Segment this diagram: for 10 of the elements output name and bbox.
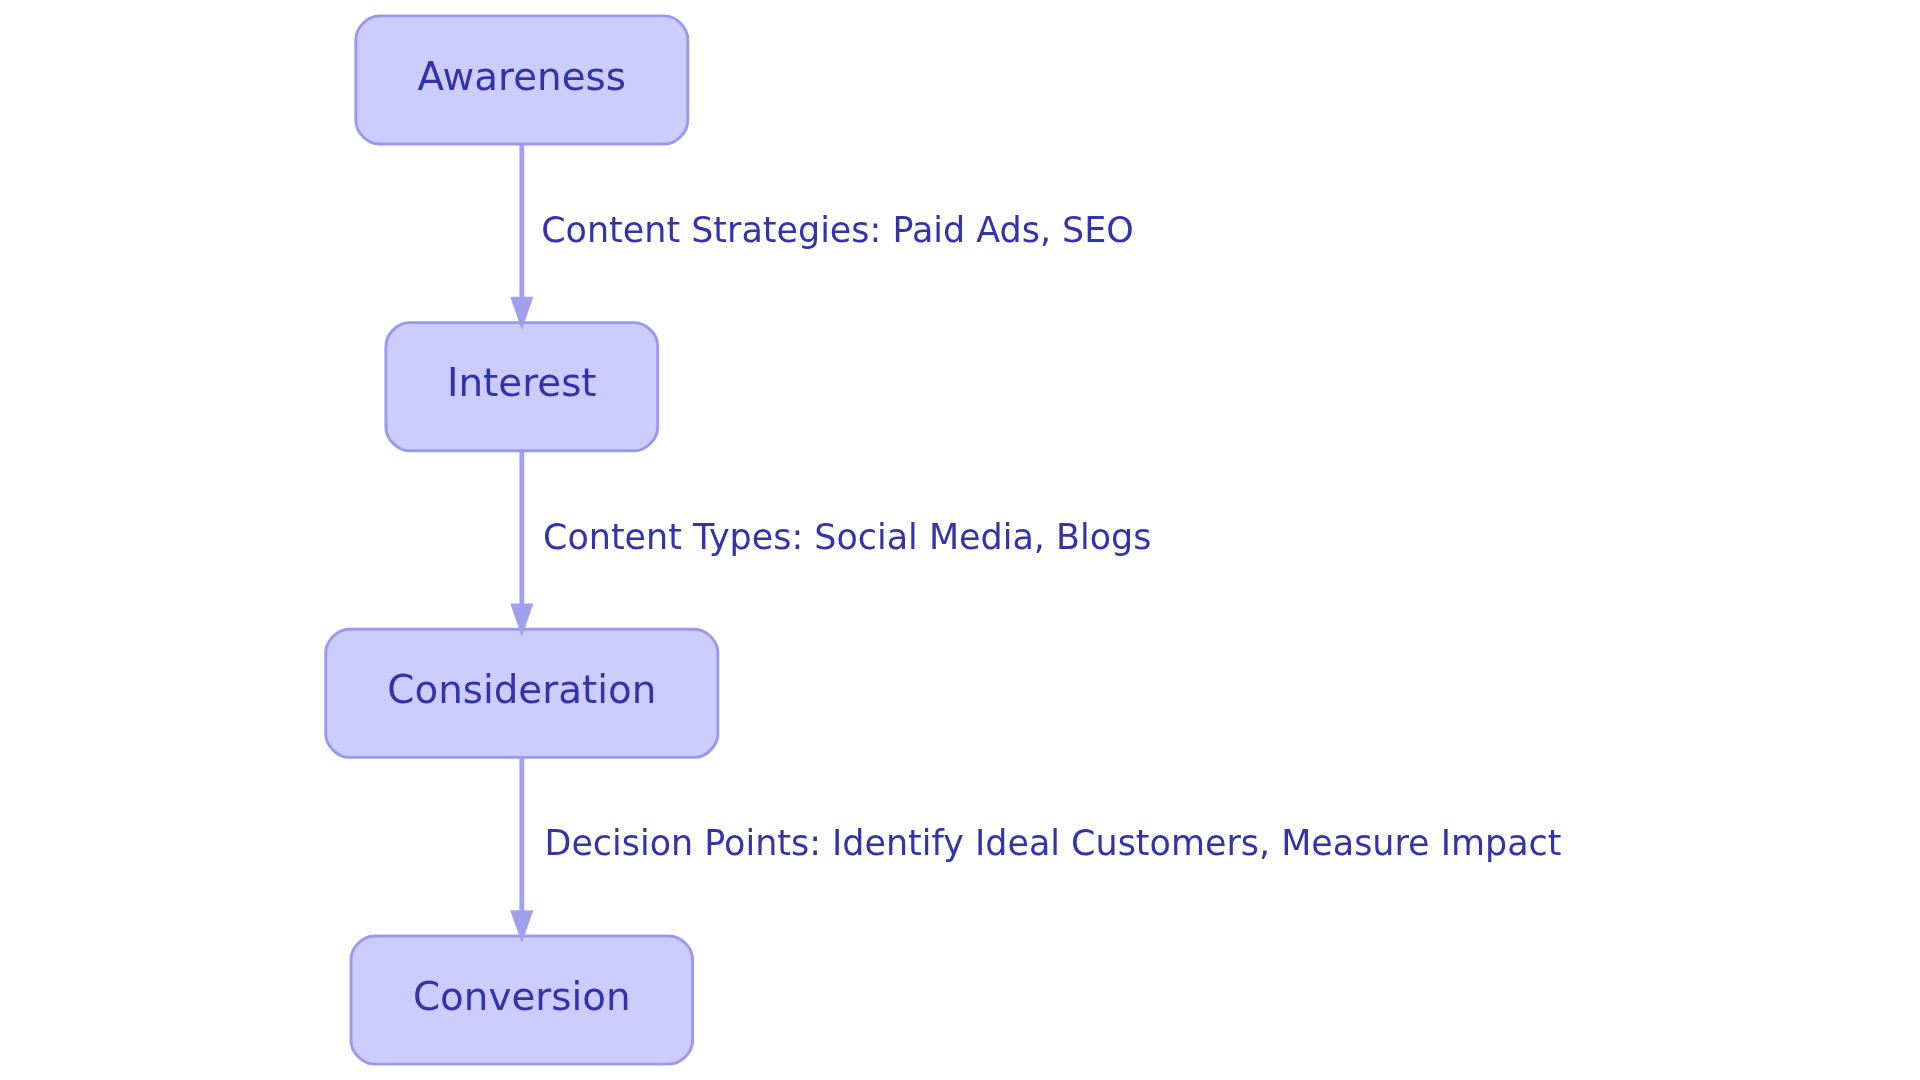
edge-label: Content Strategies: Paid Ads, SEO <box>540 209 1134 250</box>
node-box: Consideration <box>323 627 719 759</box>
edge-label: Decision Points: Identify Ideal Customers, Measure Impact <box>543 823 1561 864</box>
node-box: Awareness <box>353 14 689 146</box>
node-box: Interest <box>384 321 659 453</box>
arrow <box>509 451 533 637</box>
edge-label: Content Types: Social Media, Blogs <box>542 516 1151 557</box>
arrow <box>509 144 533 330</box>
node-box: Conversion <box>349 934 694 1066</box>
arrow <box>509 758 533 944</box>
